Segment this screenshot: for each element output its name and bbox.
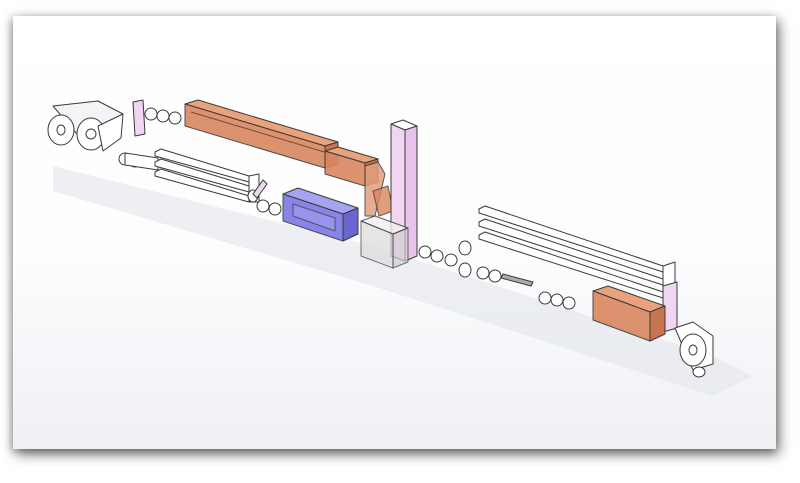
pink-post-left [132,99,146,137]
rollers-mid [256,199,282,216]
long-orange-tank [184,99,339,169]
top-rollers [144,107,182,125]
orange-tank-short [324,146,394,217]
rewind-roll [674,321,714,378]
production-line-drawing [47,99,753,396]
guide-rail-left [154,148,260,203]
viewport-frame [13,16,776,449]
rollers-right [538,291,576,310]
unwind-roll [47,100,124,152]
diagonal-strip [252,179,268,199]
blue-tank [282,187,359,242]
roller-group [118,152,159,171]
guide-rail-right [478,205,678,333]
orange-tank-right [592,285,666,342]
floor-shadow [53,166,753,396]
glass-tank [360,215,409,269]
rollers-after-tower [418,240,534,287]
